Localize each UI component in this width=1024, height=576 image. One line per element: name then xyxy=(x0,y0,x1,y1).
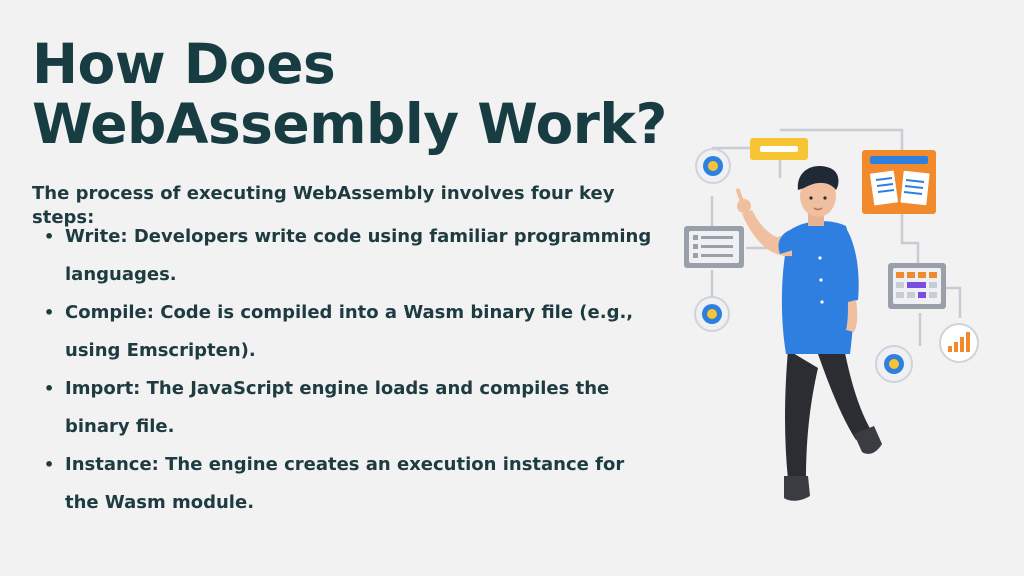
steps-list: • Write: Developers write code using fami… xyxy=(44,218,664,522)
person-illustration xyxy=(735,166,882,501)
intro-text: The process of executing WebAssembly inv… xyxy=(32,183,615,228)
step-text: Write: Developers write code using famil… xyxy=(65,226,652,285)
list-item: • Compile: Code is compiled into a Wasm b… xyxy=(44,294,664,370)
workflow-illustration xyxy=(684,128,979,501)
step-text: Instance: The engine creates an executio… xyxy=(65,454,625,513)
gear-icon xyxy=(875,345,913,383)
step-text: Compile: Code is compiled into a Wasm bi… xyxy=(65,302,634,361)
list-item: • Instance: The engine creates an executi… xyxy=(44,446,664,522)
list-icon xyxy=(684,226,744,268)
list-item: • Import: The JavaScript engine loads and… xyxy=(44,370,664,446)
document-icon xyxy=(862,150,936,214)
label-card-icon xyxy=(750,138,808,160)
bullet: • xyxy=(44,455,55,474)
list-item: • Write: Developers write code using fami… xyxy=(44,218,664,294)
slide-title: How Does WebAssembly Work? xyxy=(32,32,667,156)
calendar-icon xyxy=(888,263,946,309)
bullet: • xyxy=(44,379,55,398)
bar-chart-icon xyxy=(939,323,979,363)
bullet: • xyxy=(44,303,55,322)
bullet: • xyxy=(44,227,55,246)
gear-icon xyxy=(695,148,731,184)
gear-icon xyxy=(694,296,730,332)
connector-lines xyxy=(710,128,962,346)
step-text: Import: The JavaScript engine loads and … xyxy=(65,378,610,437)
